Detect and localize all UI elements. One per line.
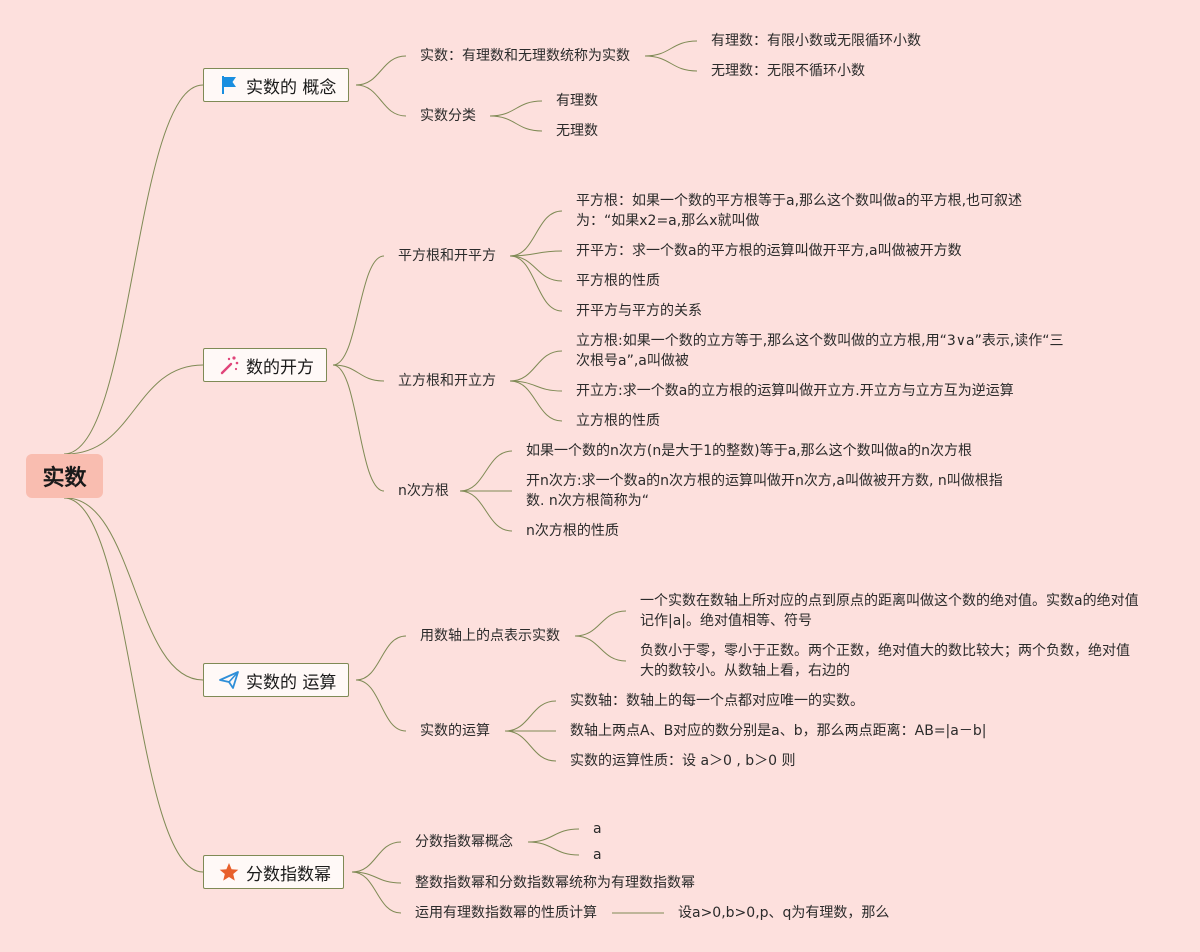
branch-label: 实数的 概念 [246,77,337,98]
connector [527,828,580,843]
topic-rational-exponent[interactable]: 整数指数幂和分数指数幂统称为有理数指数幂 [415,875,695,891]
connector [355,635,407,681]
connector [351,841,402,873]
leaf-a-2[interactable]: a [593,847,602,863]
star-icon [218,861,240,883]
root-topic[interactable]: 实数 [26,454,103,498]
connector [351,871,402,914]
root-connector [65,497,204,681]
connector [332,364,385,382]
connector [355,679,407,732]
root-connector [63,84,204,455]
connector [489,100,543,117]
connector [459,490,513,532]
branch-roots[interactable]: 数的开方 [203,348,327,382]
magic-wand-icon [218,354,240,376]
leaf-rational-definition[interactable]: 有理数：有限小数或无限循环小数 [711,33,921,49]
connector [527,841,580,856]
branch-label: 分数指数幂 [246,864,331,885]
leaf-nth-root-definition[interactable]: 如果一个数的n次方(n是大于1的整数)等于a,那么这个数叫做a的n次方根 [526,443,973,459]
leaf-compare-numbers[interactable]: 负数小于零，零小于正数。两个正数，绝对值大的数比较大；两个负数，绝对值大的数较小… [640,643,1130,679]
connector [644,40,698,57]
leaf-irrational[interactable]: 无理数 [556,123,598,139]
connector [504,700,557,732]
connector [509,350,563,382]
leaf-extract-square-root[interactable]: 开平方：求一个数a的平方根的运算叫做开平方,a叫做被开方数 [576,243,962,259]
topic-real-operations[interactable]: 实数的运算 [420,723,490,739]
connector [509,255,563,312]
leaf-a-1[interactable]: a [593,821,602,837]
leaf-rational[interactable]: 有理数 [556,93,598,109]
branch-operations[interactable]: 实数的 运算 [203,663,350,697]
connector [504,730,557,762]
root-label: 实数 [42,466,87,491]
topic-real-definition[interactable]: 实数：有理数和无理数统称为实数 [420,48,630,64]
connector [355,55,407,86]
topic-real-classification[interactable]: 实数分类 [420,108,476,124]
connector [509,250,563,257]
leaf-irrational-definition[interactable]: 无理数：无限不循环小数 [711,63,865,79]
topic-square-root[interactable]: 平方根和开平方 [398,248,496,264]
leaf-extract-nth-root[interactable]: 开n次方:求一个数a的n次方根的运算叫做开n次方,a叫做被开方数, n叫做根指数… [526,473,1003,509]
branch-label: 数的开方 [246,357,314,378]
leaf-cube-root-definition[interactable]: 立方根:如果一个数的立方等于,那么这个数叫做的立方根,用“3∨a”表示,读作“三… [576,333,1064,369]
leaf-square-relation[interactable]: 开平方与平方的关系 [576,303,702,319]
connector [509,210,563,257]
flag-icon [218,74,240,96]
connector [355,84,407,117]
topic-exponent-calculation[interactable]: 运用有理数指数幂的性质计算 [415,905,597,921]
leaf-nth-root-properties[interactable]: n次方根的性质 [526,523,619,539]
leaf-distance-formula[interactable]: 数轴上两点A、B对应的数分别是a、b，那么两点距离：AB=|a－b| [570,723,987,739]
leaf-real-axis[interactable]: 实数轴：数轴上的每一个点都对应唯一的实数。 [570,693,864,709]
connector [332,255,385,366]
topic-fractional-exponent-concept[interactable]: 分数指数幂概念 [415,834,513,850]
connector [574,610,627,637]
leaf-operation-properties[interactable]: 实数的运算性质：设 a＞0 , b＞0 则 [570,753,796,769]
leaf-exponent-conditions[interactable]: 设a>0,b>0,p、q为有理数，那么 [678,905,890,921]
topic-number-line[interactable]: 用数轴上的点表示实数 [420,628,560,644]
root-connector [65,364,204,455]
branch-concept[interactable]: 实数的 概念 [203,68,350,102]
connector [509,380,563,422]
branch-label: 实数的 运算 [246,672,337,693]
leaf-cube-root-properties[interactable]: 立方根的性质 [576,413,660,429]
paper-plane-icon [218,669,240,691]
topic-nth-root[interactable]: n次方根 [398,483,449,499]
leaf-extract-cube-root[interactable]: 开立方:求一个数a的立方根的运算叫做开立方.开立方与立方互为逆运算 [576,383,1014,399]
root-connector [63,497,204,873]
connector [644,55,698,72]
topic-cube-root[interactable]: 立方根和开立方 [398,373,496,389]
leaf-square-root-properties[interactable]: 平方根的性质 [576,273,660,289]
connector [332,364,385,492]
leaf-square-root-definition[interactable]: 平方根：如果一个数的平方根等于a,那么这个数叫做a的平方根,也可叙述为：“如果x… [576,193,1023,229]
connector [489,115,543,132]
connector [509,255,563,282]
leaf-absolute-value[interactable]: 一个实数在数轴上所对应的点到原点的距离叫做这个数的绝对值。实数a的绝对值记作|a… [640,593,1139,629]
connector [459,450,513,492]
branch-fractional-exponent[interactable]: 分数指数幂 [203,855,344,889]
connector [574,635,627,662]
